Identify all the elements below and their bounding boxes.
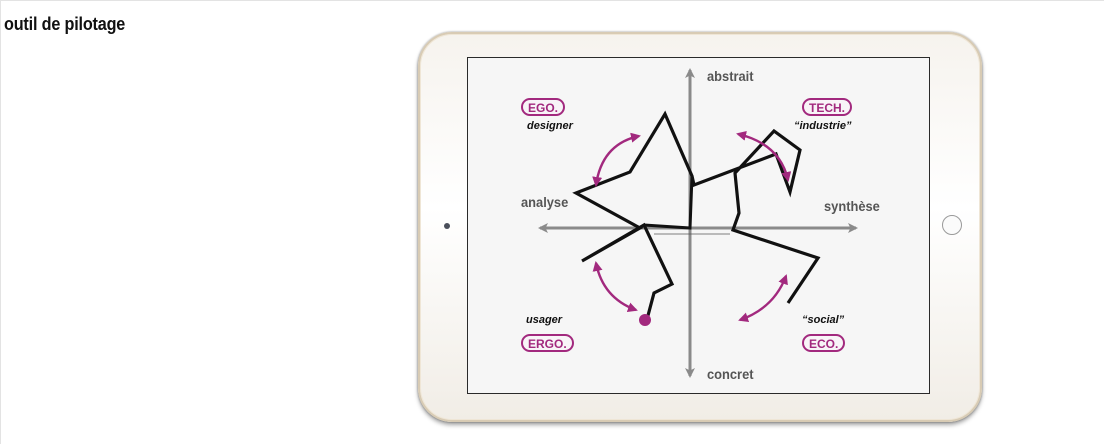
quadrant-label-industrie: “industrie” (794, 120, 852, 132)
curved-double-arrow-icon (736, 130, 792, 182)
axis-label-bottom: concret (707, 366, 754, 382)
curved-double-arrow-icon (592, 132, 641, 187)
curved-double-arrow-icon (592, 261, 638, 312)
quadrant-badge-eco: ECO. (802, 334, 846, 352)
tablet-device: abstrait concret analyse synthèse EGO. d… (418, 32, 982, 422)
tablet-screen: abstrait concret analyse synthèse EGO. d… (467, 57, 930, 394)
home-button-icon (942, 215, 962, 235)
axis-label-top: abstrait (707, 68, 754, 84)
quadrant-badge-ergo: ERGO. (521, 334, 574, 352)
quadrant-label-social: “social” (802, 314, 845, 326)
quadrant-label-usager: usager (526, 314, 563, 326)
camera-dot-icon (444, 223, 450, 229)
pilotage-diagram (538, 68, 858, 378)
axis-label-right: synthèse (824, 198, 880, 214)
star-outline-inner (643, 175, 694, 230)
axis-label-left: analyse (521, 194, 569, 210)
quadrant-badge-ego: EGO. (521, 98, 566, 116)
star-outline-right (678, 186, 733, 238)
curved-double-arrow-icon (738, 274, 788, 323)
start-dot-icon (639, 314, 651, 326)
star-outline-shape (572, 110, 821, 324)
page-title: outil de pilotage (4, 14, 126, 34)
quadrant-label-designer: designer (527, 120, 573, 132)
quadrant-badge-tech: TECH. (802, 98, 852, 116)
